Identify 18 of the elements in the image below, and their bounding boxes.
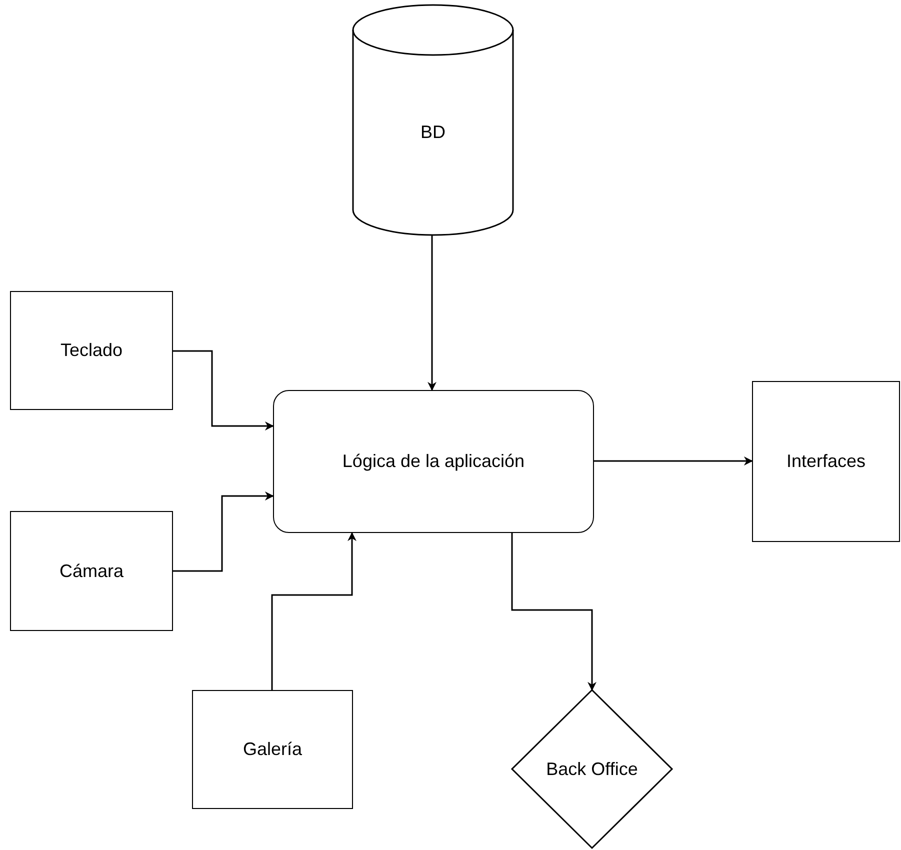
- arrow: [173, 350, 274, 430]
- arrow: [428, 235, 436, 391]
- arrow: [594, 456, 753, 466]
- node-label: Interfaces: [786, 451, 866, 472]
- input-box: [10, 511, 173, 631]
- input-box: [10, 291, 173, 410]
- node-label: Cámara: [59, 560, 124, 582]
- process-box: [273, 390, 594, 533]
- arrow: [173, 492, 274, 572]
- arrow: [511, 533, 596, 691]
- output-box: [752, 381, 900, 542]
- node-label: Teclado: [60, 340, 123, 361]
- node-label: Galería: [242, 739, 302, 760]
- arrow: [271, 532, 356, 690]
- node-label: Lógica de la aplicación: [342, 451, 525, 472]
- input-box: [192, 690, 353, 809]
- node-label: BD: [420, 122, 446, 142]
- node-label: Back Office: [546, 758, 638, 780]
